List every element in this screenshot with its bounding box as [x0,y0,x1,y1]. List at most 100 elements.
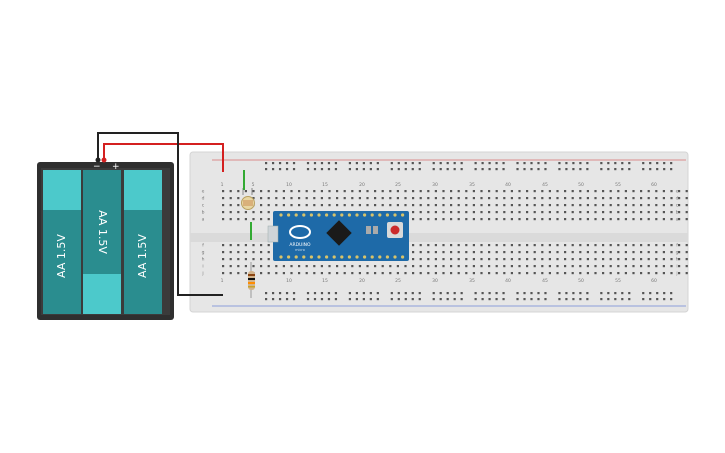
terminal-hole [617,258,620,261]
terminal-hole [244,265,247,268]
rail-hole [488,292,491,295]
terminal-hole [685,190,688,193]
terminal-hole [526,190,529,193]
terminal-hole [260,272,263,275]
terminal-hole [579,197,582,200]
terminal-hole [427,218,430,221]
row-letter: i [202,264,203,270]
resistor[interactable] [248,262,255,298]
rail-hole [565,168,568,171]
rail-hole [334,162,338,165]
usb-connector [267,225,279,243]
terminal-hole [571,258,574,261]
reset-button-cap[interactable] [390,225,400,235]
terminal-hole [488,272,491,275]
rail-hole [656,298,659,301]
terminal-hole [222,251,225,254]
terminal-hole [366,272,369,275]
terminal-hole [548,244,551,247]
terminal-hole [495,204,498,207]
row-letter: j [201,271,203,277]
photoresistor[interactable] [241,188,255,210]
terminal-hole [503,265,506,268]
rail-hole [474,298,477,301]
terminal-hole [678,272,681,275]
rail-hole [474,168,477,171]
terminal-hole [229,265,232,268]
terminal-hole [556,204,559,207]
row-letter: c [202,204,205,209]
rail-hole [418,298,421,301]
terminal-hole [434,204,437,207]
terminal-hole [465,211,468,214]
rail-hole [621,292,624,295]
arduino-micro[interactable]: ARDUINO micro [267,211,409,261]
red-wire[interactable] [103,143,224,172]
terminal-hole [571,190,574,193]
terminal-hole [495,244,498,247]
row-letter: f [676,243,678,249]
rail-hole [446,162,449,165]
terminal-hole [526,272,529,275]
terminal-hole [465,251,468,254]
terminal-hole [518,251,521,254]
terminal-hole [229,272,232,275]
terminal-hole [571,251,574,254]
terminal-hole [434,258,437,261]
terminal-hole [419,218,422,221]
rail-hole [446,298,449,301]
terminal-hole [328,197,331,200]
rail-hole [607,168,610,171]
terminal-hole [510,244,513,247]
terminal-hole [366,190,369,193]
rail-hole [397,162,400,165]
terminal-hole [579,204,582,207]
terminal-hole [609,272,612,275]
arduino-pin [385,213,389,217]
terminal-hole [237,272,240,275]
terminal-hole [541,197,544,200]
terminal-hole [510,272,513,275]
terminal-hole [450,211,453,214]
terminal-hole [594,251,597,254]
rail-hole [544,168,547,171]
terminal-hole [328,272,331,275]
terminal-hole [602,190,605,193]
terminal-hole [305,190,308,193]
terminal-hole [381,265,384,268]
rail-hole [418,168,421,171]
terminal-hole [313,190,316,193]
photoresistor-track [243,200,253,206]
rail-hole [614,292,617,295]
terminal-hole [488,218,491,221]
rail-hole [453,162,456,165]
column-number: 55 [615,182,621,188]
terminal-hole [564,204,567,207]
terminal-hole [503,204,506,207]
rail-hole [481,168,484,171]
terminal-hole [336,197,339,200]
terminal-hole [404,265,407,268]
arduino-pin [294,255,298,259]
arduino-pin [340,255,344,259]
terminal-hole [678,244,681,247]
terminal-hole [244,251,247,254]
terminal-hole [488,197,491,200]
terminal-hole [244,190,247,193]
row-letter: h [202,257,205,263]
rail-hole [481,292,484,295]
black-wire[interactable] [97,132,223,296]
rail-hole [418,292,421,295]
rail-hole [348,292,352,295]
terminal-hole [526,258,529,261]
rail-hole [600,168,603,171]
arduino-pin [363,255,367,259]
terminal-hole [510,258,513,261]
wires[interactable] [95,132,252,296]
terminal-hole [662,218,665,221]
rail-hole [460,162,463,165]
rail-hole [306,168,310,171]
